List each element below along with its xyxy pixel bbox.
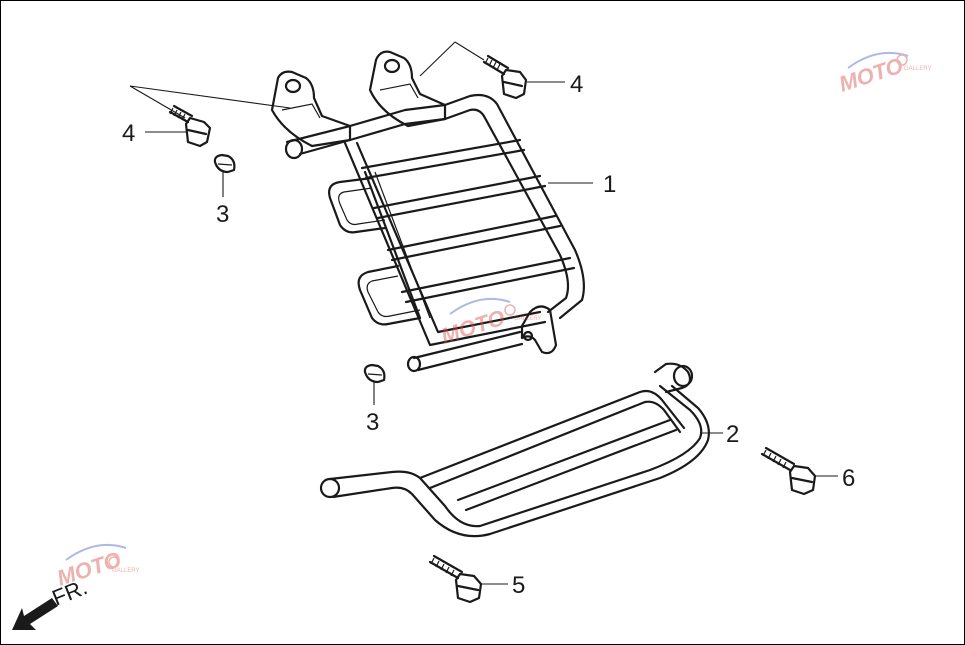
gear-icon [896, 54, 908, 66]
callout-3-lower: 3 [366, 409, 379, 436]
part-4-bolt-left [168, 104, 212, 148]
part-3-cap-upper [213, 153, 236, 174]
part-6-bolt [760, 446, 817, 496]
callout-6: 6 [842, 465, 855, 492]
watermark-bottom-left: MOTO GALLERY [54, 543, 140, 591]
callout-2: 2 [726, 421, 739, 448]
callout-4-left: 4 [122, 120, 135, 147]
watermark-text: MOTO [836, 53, 906, 97]
gear-icon [108, 556, 120, 568]
callout-5: 5 [512, 572, 525, 599]
watermark-subtext: GALLERY [514, 316, 542, 322]
part-5-bolt [428, 554, 483, 604]
watermark-subtext: GALLERY [904, 66, 932, 72]
gear-icon [504, 304, 516, 316]
leader-lines [129, 41, 838, 585]
part-1-rear-rack [270, 50, 585, 373]
watermark-text: MOTO [438, 305, 508, 349]
callout-1: 1 [603, 171, 616, 198]
callout-4-right: 4 [570, 71, 583, 98]
watermark-center: MOTO GALLERY [438, 297, 542, 349]
watermark-subtext: GALLERY [112, 568, 140, 574]
part-3-cap-lower [363, 363, 386, 384]
part-2-lower-frame [319, 362, 710, 538]
callout-3-upper: 3 [216, 201, 229, 228]
watermark-top-right: MOTO GALLERY [836, 51, 932, 97]
part-4-bolt-right [482, 54, 528, 100]
front-arrow-icon [12, 598, 58, 630]
